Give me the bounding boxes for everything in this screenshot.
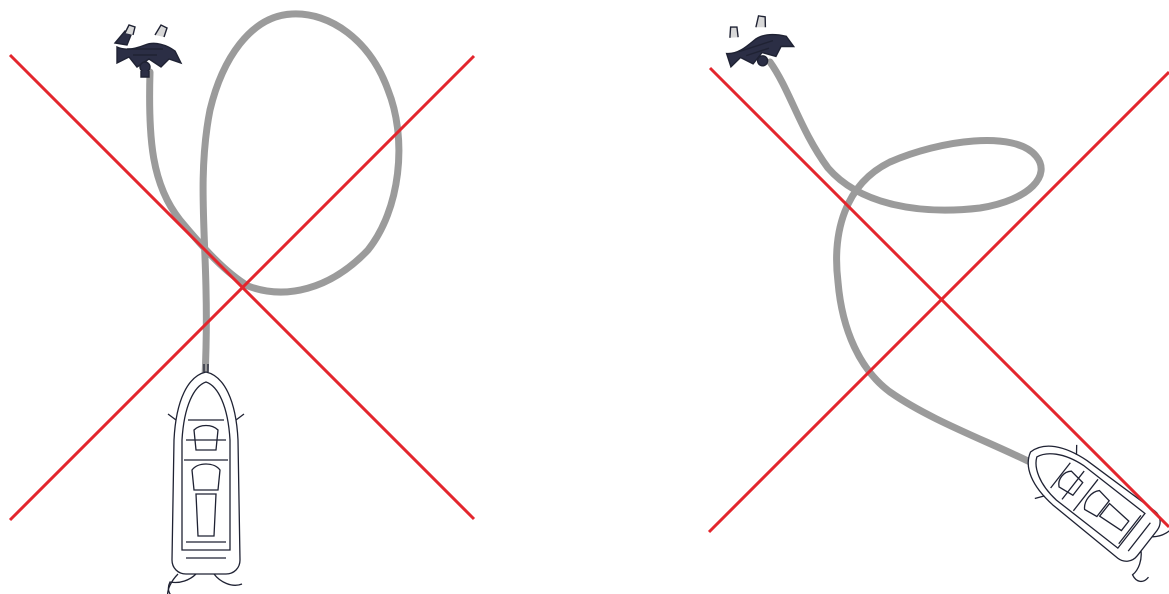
jet-ski-icon [1027, 444, 1169, 583]
hose-right [766, 58, 1045, 466]
panel-left [8, 10, 476, 594]
nozzle-icon [725, 15, 796, 69]
hose-left [146, 10, 403, 382]
red-x-icon [8, 53, 476, 522]
nozzle-icon [113, 24, 183, 78]
panel-right [707, 15, 1169, 583]
jet-ski-icon [167, 364, 245, 594]
red-x-icon [707, 66, 1169, 534]
